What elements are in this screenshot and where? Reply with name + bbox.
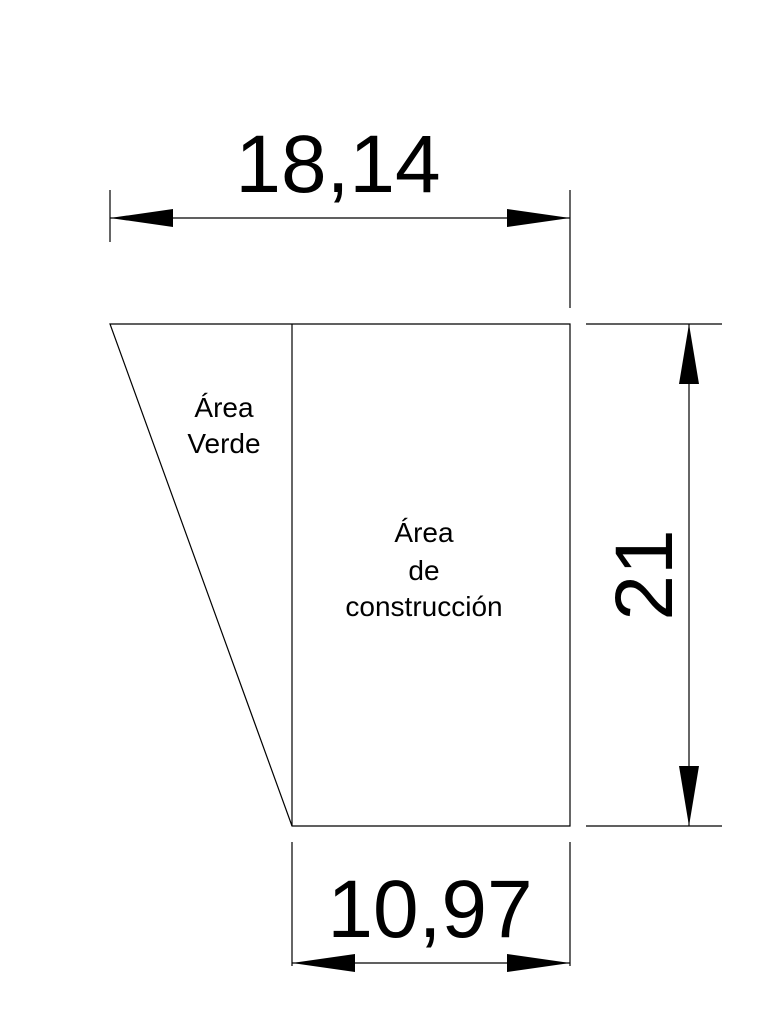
bottom-dimension: 10,97 <box>291 842 571 972</box>
green-area-label-line1: Área <box>194 392 254 423</box>
top-dimension-left-arrow <box>110 209 173 227</box>
lot-boundary <box>109 323 571 827</box>
height-dimension-top-arrow <box>679 324 699 384</box>
construction-area-label-line3: construcción <box>345 591 502 622</box>
height-dimension-value: 21 <box>599 529 690 620</box>
top-dimension: 18,14 <box>109 119 571 308</box>
bottom-dimension-left-arrow <box>292 954 355 972</box>
top-dimension-value: 18,14 <box>235 119 440 210</box>
construction-area-label-line2: de <box>408 555 439 586</box>
green-area-label: Área Verde <box>187 392 260 459</box>
height-dimension: 21 <box>586 323 722 827</box>
green-area-label-line2: Verde <box>187 428 260 459</box>
bottom-dimension-right-arrow <box>507 954 570 972</box>
bottom-dimension-value: 10,97 <box>327 864 532 955</box>
height-dimension-bottom-arrow <box>679 766 699 826</box>
lot-outline <box>109 323 571 827</box>
top-dimension-right-arrow <box>507 209 570 227</box>
construction-area-label: Área de construcción <box>345 517 502 622</box>
construction-area-label-line1: Área <box>394 517 454 548</box>
